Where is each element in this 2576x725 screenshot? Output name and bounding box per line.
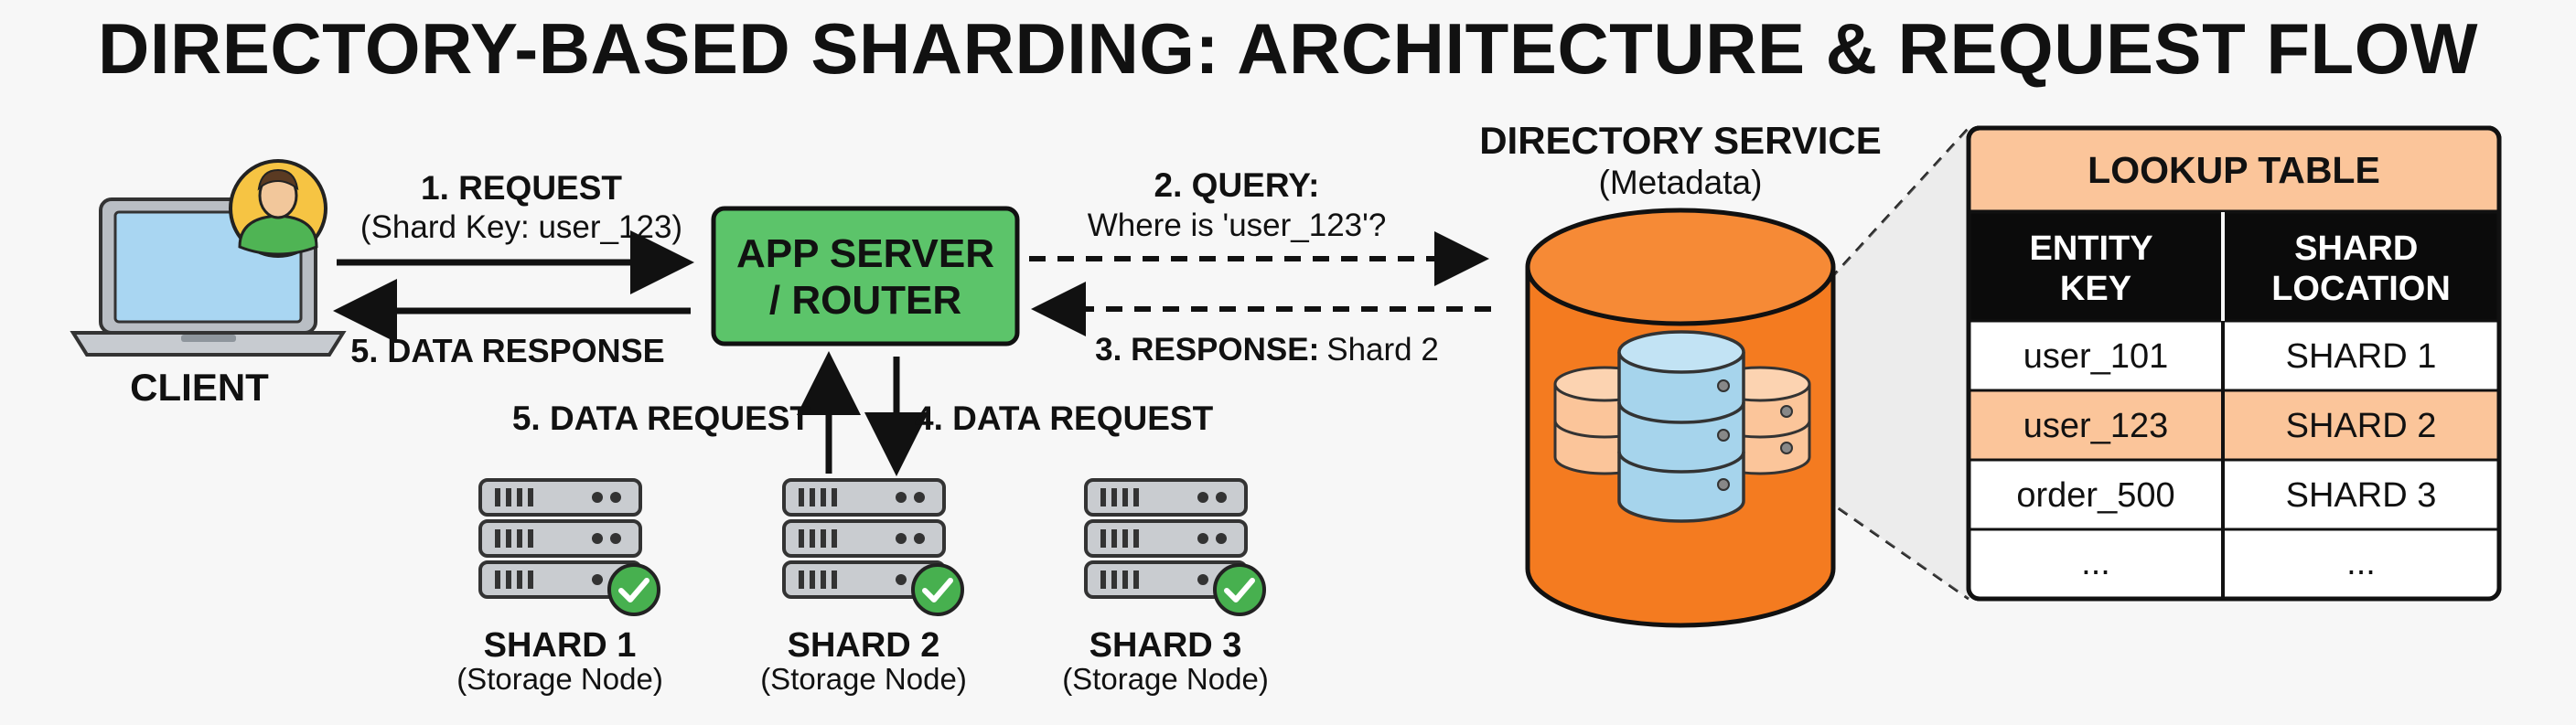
request-shard-key: (Shard Key: user_123) bbox=[360, 209, 682, 245]
response-label: 3. RESPONSE:Shard 2 bbox=[1095, 332, 1439, 368]
table-row-key-ellipsis: ... bbox=[2081, 544, 2110, 582]
shard-3-server bbox=[1084, 478, 1266, 616]
table-row-key-highlighted: user_123 bbox=[2023, 407, 2168, 445]
shard-2-label: SHARD 2 bbox=[788, 626, 940, 665]
database-stack-icon bbox=[1553, 330, 1811, 523]
lookup-table bbox=[1966, 125, 2502, 602]
shard-2-sub: (Storage Node) bbox=[760, 662, 967, 696]
shard-2-server bbox=[782, 478, 964, 616]
server-rack-icon bbox=[478, 478, 642, 599]
lookup-table-title: LOOKUP TABLE bbox=[2088, 149, 2380, 191]
server-rack-icon bbox=[1084, 478, 1248, 599]
directory-service-subtitle: (Metadata) bbox=[1599, 164, 1763, 201]
data-request-down-label: 4. DATA REQUEST bbox=[915, 400, 1214, 437]
check-icon bbox=[1213, 563, 1266, 616]
shard-1-server bbox=[478, 478, 660, 616]
request-label: 1. REQUEST bbox=[421, 169, 622, 207]
table-row-location: SHARD 3 bbox=[2286, 476, 2437, 515]
shard-1-label: SHARD 1 bbox=[484, 626, 637, 665]
app-server-line1: APP SERVER bbox=[736, 231, 994, 276]
column-header-shard-location: SHARD LOCATION bbox=[2271, 229, 2451, 308]
table-row-key: order_500 bbox=[2016, 476, 2174, 515]
table-row-location-ellipsis: ... bbox=[2346, 544, 2376, 582]
client-label: CLIENT bbox=[130, 366, 269, 409]
check-icon bbox=[911, 563, 964, 616]
directory-service-title: DIRECTORY SERVICE bbox=[1479, 119, 1882, 162]
table-row-key: user_101 bbox=[2023, 337, 2168, 376]
server-rack-icon bbox=[782, 478, 946, 599]
query-label: 2. QUERY: bbox=[1154, 166, 1320, 204]
user-avatar-icon bbox=[229, 159, 327, 258]
data-response-label: 5. DATA RESPONSE bbox=[350, 332, 664, 369]
table-row-location-highlighted: SHARD 2 bbox=[2286, 407, 2437, 445]
shard-1-sub: (Storage Node) bbox=[456, 662, 663, 696]
page-title: DIRECTORY-BASED SHARDING: ARCHITECTURE &… bbox=[98, 8, 2478, 89]
query-question: Where is 'user_123'? bbox=[1088, 208, 1387, 243]
data-request-up-label: 5. DATA REQUEST bbox=[512, 400, 811, 437]
check-icon bbox=[607, 563, 660, 616]
app-server-line2: / ROUTER bbox=[769, 278, 961, 323]
table-row-location: SHARD 1 bbox=[2286, 337, 2437, 376]
app-server-box bbox=[711, 206, 1020, 347]
column-header-entity-key: ENTITY KEY bbox=[2030, 229, 2163, 308]
shard-3-label: SHARD 3 bbox=[1089, 626, 1242, 665]
shard-3-sub: (Storage Node) bbox=[1062, 662, 1269, 696]
